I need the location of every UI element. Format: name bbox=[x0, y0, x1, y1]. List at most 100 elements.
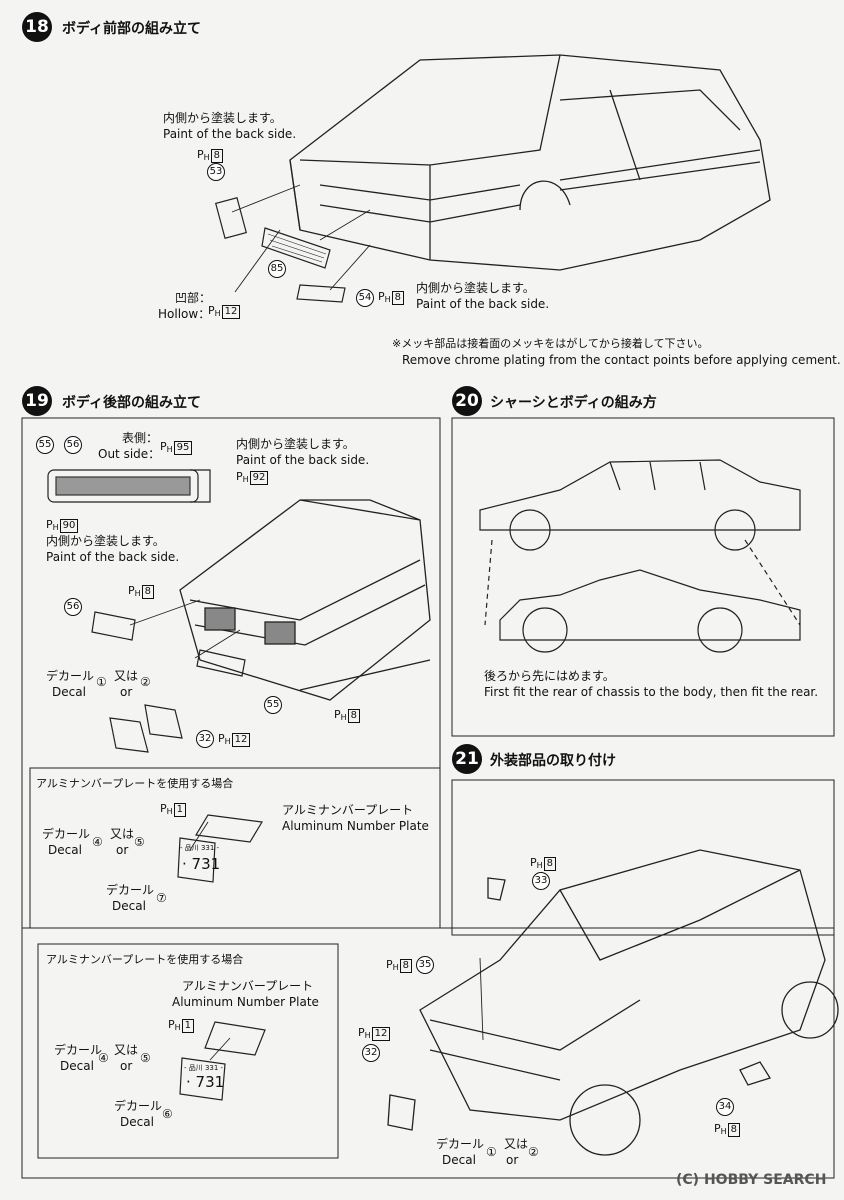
step-19-number: 19 bbox=[22, 386, 52, 416]
step-18-hollow-jp: 凹部： bbox=[175, 291, 212, 305]
step-21-decal-jp: デカール bbox=[436, 1137, 485, 1151]
step-21-part-33: 33 bbox=[532, 872, 550, 890]
step-21-title: 外装部品の取り付け bbox=[490, 753, 616, 769]
alum-2-frame bbox=[37, 943, 339, 1159]
step-20-note-jp: 後ろから先にはめます。 bbox=[484, 669, 615, 683]
step-18-note-en-1: Paint of the back side. bbox=[163, 127, 297, 141]
alum-1-plate-drawing bbox=[177, 814, 263, 883]
alum-2-decal-jp: デカール bbox=[54, 1043, 103, 1057]
step-19-decal-en: Decal bbox=[52, 685, 86, 699]
step-19-title: ボディ後部の組み立て bbox=[62, 395, 202, 411]
alum-1-d7: ⑦ bbox=[156, 891, 167, 905]
alum-2-plate-drawing bbox=[179, 1021, 266, 1101]
step-21-part-35: 35 bbox=[416, 956, 434, 974]
alum-1-plate-num: · 731 bbox=[182, 855, 221, 873]
step-21-d1: ① bbox=[486, 1145, 497, 1159]
step-21-number: 21 bbox=[452, 744, 482, 774]
step-19-d1: ① bbox=[96, 675, 107, 689]
alum-1-plate-jp: アルミナンバープレート bbox=[282, 803, 414, 817]
step-19-outside-en: Out side： bbox=[98, 447, 161, 461]
step-18-chrome-note-en: Remove chrome plating from the contact p… bbox=[402, 353, 841, 367]
alum-2-plate-num: · 731 bbox=[186, 1073, 225, 1091]
step-19-note-jp-2: 内側から塗装します。 bbox=[46, 534, 165, 548]
alum-1-decal-en: Decal bbox=[48, 843, 82, 857]
step-21-car-drawing bbox=[387, 849, 839, 1156]
alum-1-or-jp: 又は bbox=[110, 827, 135, 841]
alum-1-or-en: or bbox=[116, 843, 129, 857]
step-21-frame-top bbox=[451, 779, 835, 936]
step-19-part-55b: 55 bbox=[264, 696, 282, 714]
alum-2-or-jp: 又は bbox=[114, 1043, 139, 1057]
step-19-part-32: 32 bbox=[196, 730, 214, 748]
alum-2-decal2-jp: デカール bbox=[114, 1099, 163, 1113]
step-21-d2: ② bbox=[528, 1145, 539, 1159]
step-21-frame-bottom bbox=[21, 927, 835, 1179]
step-19-part-56: 56 bbox=[64, 436, 82, 454]
step-18-note-jp-2: 内側から塗装します。 bbox=[416, 281, 535, 295]
step-20-note-en: First fit the rear of chassis to the bod… bbox=[484, 685, 819, 699]
step-21-part-34: 34 bbox=[716, 1098, 734, 1116]
step-19-parts bbox=[47, 469, 246, 753]
step-19-decal-jp: デカール bbox=[46, 669, 95, 683]
step-18-number: 18 bbox=[22, 12, 52, 42]
alum-2-plate-en: Aluminum Number Plate bbox=[172, 995, 319, 1009]
step-18-part-85: 85 bbox=[268, 260, 286, 278]
step-19-outside-jp: 表側： bbox=[122, 431, 159, 445]
alum-1-decal-jp: デカール bbox=[42, 827, 91, 841]
step-20-car-drawing bbox=[479, 459, 801, 653]
alum-2-d4: ④ bbox=[98, 1051, 109, 1065]
alum-1-d5: ⑤ bbox=[134, 835, 145, 849]
step-18-part-54: 54 bbox=[356, 289, 374, 307]
alum-1-decal2-jp: デカール bbox=[106, 883, 155, 897]
step-19-part-56b: 56 bbox=[64, 598, 82, 616]
step-18-parts bbox=[214, 184, 371, 303]
step-18-part-53: 53 bbox=[207, 163, 225, 181]
step-19-note-en-1: Paint of the back side. bbox=[236, 453, 370, 467]
step-21-or-en: or bbox=[506, 1153, 519, 1167]
step-19-car-drawing bbox=[179, 499, 431, 701]
step-18-note-jp-1: 内側から塗装します。 bbox=[163, 111, 282, 125]
step-19-note-jp-1: 内側から塗装します。 bbox=[236, 437, 355, 451]
alum-2-d5: ⑤ bbox=[140, 1051, 151, 1065]
step-18-chrome-note-jp: ※メッキ部品は接着面のメッキをはがしてから接着して下さい。 bbox=[392, 337, 709, 350]
step-18-car-drawing bbox=[289, 54, 771, 271]
step-19-part-55: 55 bbox=[36, 436, 54, 454]
alum-1-title: アルミナンバープレートを使用する場合 bbox=[36, 777, 234, 790]
step-18-hollow-en: Hollow： bbox=[158, 307, 211, 321]
alum-1-plate-en: Aluminum Number Plate bbox=[282, 819, 429, 833]
step-18-title: ボディ前部の組み立て bbox=[62, 21, 202, 37]
alum-1-decal2-en: Decal bbox=[112, 899, 146, 913]
step-19-note-en-2: Paint of the back side. bbox=[46, 550, 180, 564]
step-21-decal-en: Decal bbox=[442, 1153, 476, 1167]
step-19-d2: ② bbox=[140, 675, 151, 689]
step-19-or-jp: 又は bbox=[114, 669, 139, 683]
alum-2-plate-top: - 品川 331 - bbox=[184, 1064, 224, 1072]
alum-2-d6: ⑥ bbox=[162, 1107, 173, 1121]
alum-2-decal-en: Decal bbox=[60, 1059, 94, 1073]
step-20-frame bbox=[451, 417, 835, 737]
step-18-note-en-2: Paint of the back side. bbox=[416, 297, 550, 311]
step-20-number: 20 bbox=[452, 386, 482, 416]
alum-1-d4: ④ bbox=[92, 835, 103, 849]
step-21-part-32: 32 bbox=[362, 1044, 380, 1062]
alum-2-or-en: or bbox=[120, 1059, 133, 1073]
alum-2-decal2-en: Decal bbox=[120, 1115, 154, 1129]
watermark: (C) HOBBY SEARCH bbox=[676, 1172, 827, 1188]
alum-1-plate-top: - 品川 331 - bbox=[180, 844, 220, 852]
